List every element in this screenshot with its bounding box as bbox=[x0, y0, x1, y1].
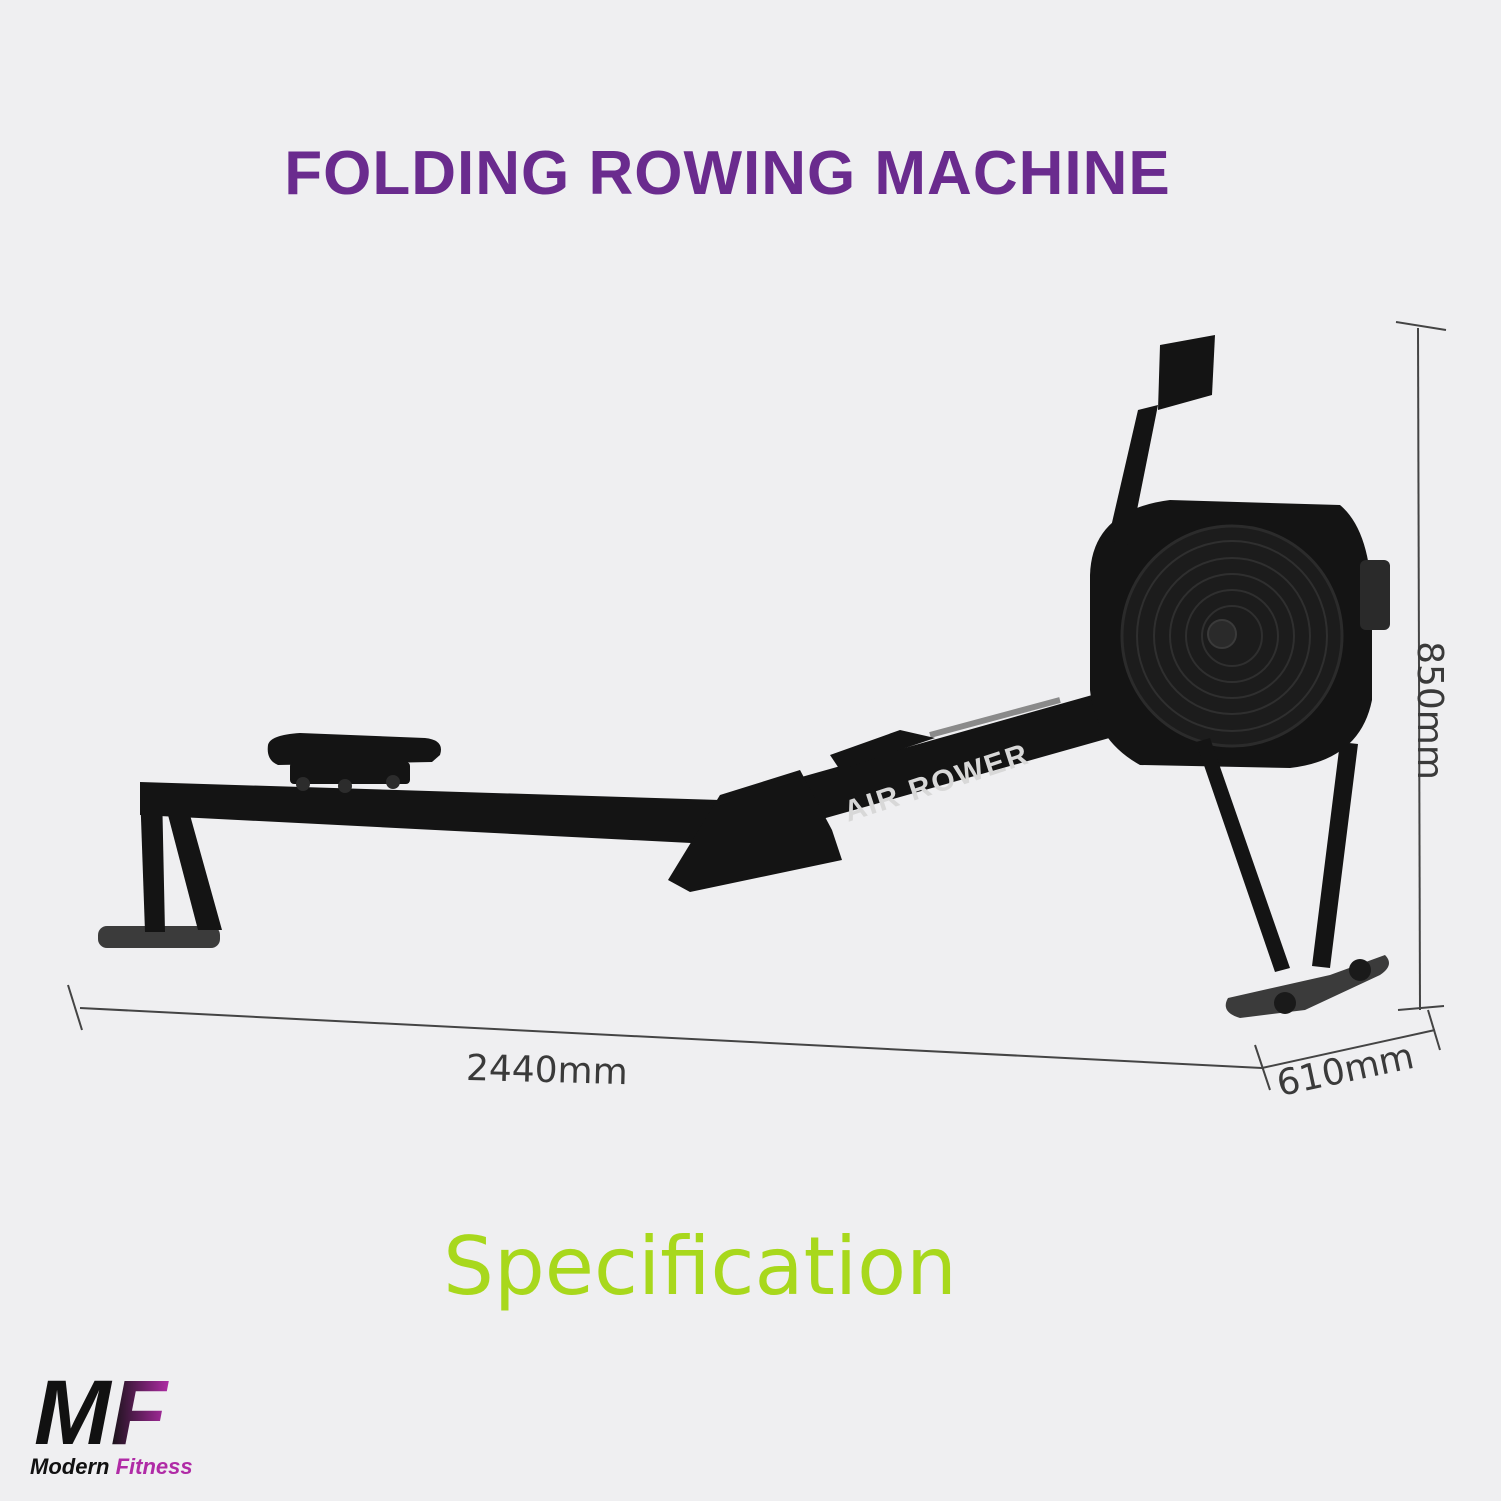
logo-mark-text: MF bbox=[34, 1372, 170, 1452]
length-label: 2440mm bbox=[465, 1047, 629, 1094]
seat-wheel-left bbox=[296, 777, 310, 791]
section-subtitle: Specification bbox=[443, 1220, 957, 1313]
mf-logo-mark: MF bbox=[34, 1362, 170, 1464]
rear-leg-angled bbox=[168, 815, 222, 930]
depth-tick-right bbox=[1427, 1009, 1441, 1051]
seat bbox=[267, 733, 441, 765]
front-wheel-right bbox=[1349, 959, 1371, 981]
rear-foot bbox=[98, 926, 220, 948]
dimension-lines bbox=[67, 321, 1447, 1091]
rail-chrome bbox=[929, 697, 1061, 738]
brand-logo: MF Modern Fitness bbox=[30, 1362, 280, 1482]
fan-grille bbox=[1136, 540, 1328, 732]
height-dimension-line bbox=[1417, 327, 1421, 1011]
rower-frame bbox=[98, 335, 1390, 1018]
front-foot bbox=[1225, 955, 1389, 1018]
height-tick-top bbox=[1395, 321, 1447, 331]
depth-dimension-line bbox=[1261, 1029, 1436, 1069]
length-dimension-line bbox=[79, 1007, 1263, 1069]
monorail bbox=[140, 690, 1120, 845]
height-label: 850mm bbox=[1408, 641, 1450, 780]
logo-wordmark: Modern Fitness bbox=[30, 1454, 193, 1480]
seat-carriage bbox=[290, 762, 410, 784]
rear-leg-vertical bbox=[140, 790, 165, 932]
fan-hub bbox=[1207, 619, 1237, 649]
monitor-arm bbox=[1108, 405, 1158, 545]
height-tick-bottom bbox=[1397, 1005, 1445, 1011]
handle-rest bbox=[830, 730, 935, 770]
front-wheel-left bbox=[1274, 992, 1296, 1014]
front-leg-right bbox=[1312, 742, 1358, 968]
footplate bbox=[668, 770, 842, 892]
front-leg-left bbox=[1196, 738, 1290, 972]
housing-knob bbox=[1360, 560, 1390, 630]
seat-wheel-middle bbox=[338, 779, 352, 793]
performance-monitor bbox=[1158, 335, 1215, 410]
logo-word-fitness: Fitness bbox=[115, 1454, 193, 1479]
length-tick-left bbox=[67, 984, 83, 1031]
logo-word-modern: Modern bbox=[30, 1454, 110, 1479]
seat-wheel-right bbox=[386, 775, 400, 789]
page-title: FOLDING ROWING MACHINE bbox=[284, 139, 1171, 208]
